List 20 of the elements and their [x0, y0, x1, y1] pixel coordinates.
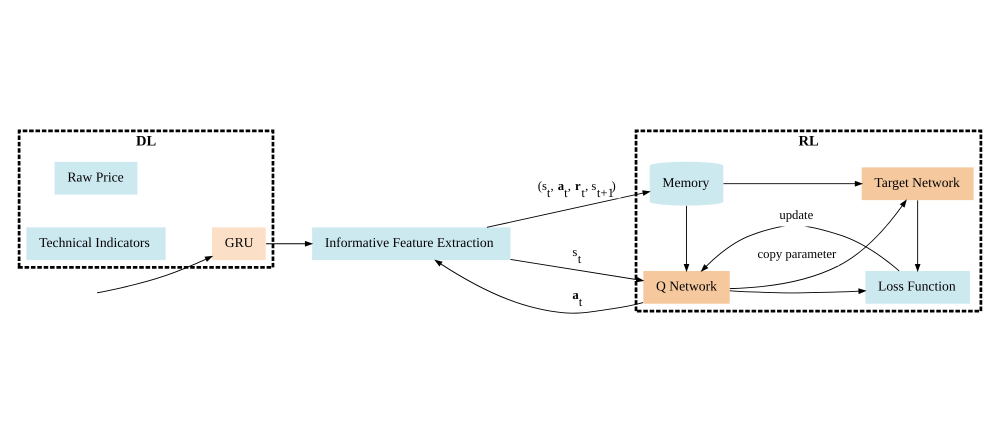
node-box: Technical Indicators — [26, 226, 166, 260]
node-box: Raw Price — [54, 161, 138, 194]
arrow — [486, 190, 651, 228]
arrow — [700, 224, 900, 272]
edge-label: update — [779, 207, 814, 222]
arrow — [729, 198, 907, 289]
arrow — [434, 259, 644, 314]
node-box: Informative Feature Extraction — [312, 226, 510, 260]
arrow — [729, 288, 867, 294]
node-box: Target Network — [862, 166, 974, 200]
node-box: GRU — [212, 226, 266, 260]
arrow — [684, 204, 690, 272]
arrow — [266, 240, 314, 246]
edge-label: copy parameter — [758, 246, 836, 261]
arrow — [723, 180, 864, 186]
node-box: Loss Function — [865, 270, 970, 304]
arrow — [510, 258, 644, 282]
arrow — [96, 255, 214, 293]
arrow — [914, 199, 921, 272]
node-box: Q Network — [643, 270, 730, 304]
